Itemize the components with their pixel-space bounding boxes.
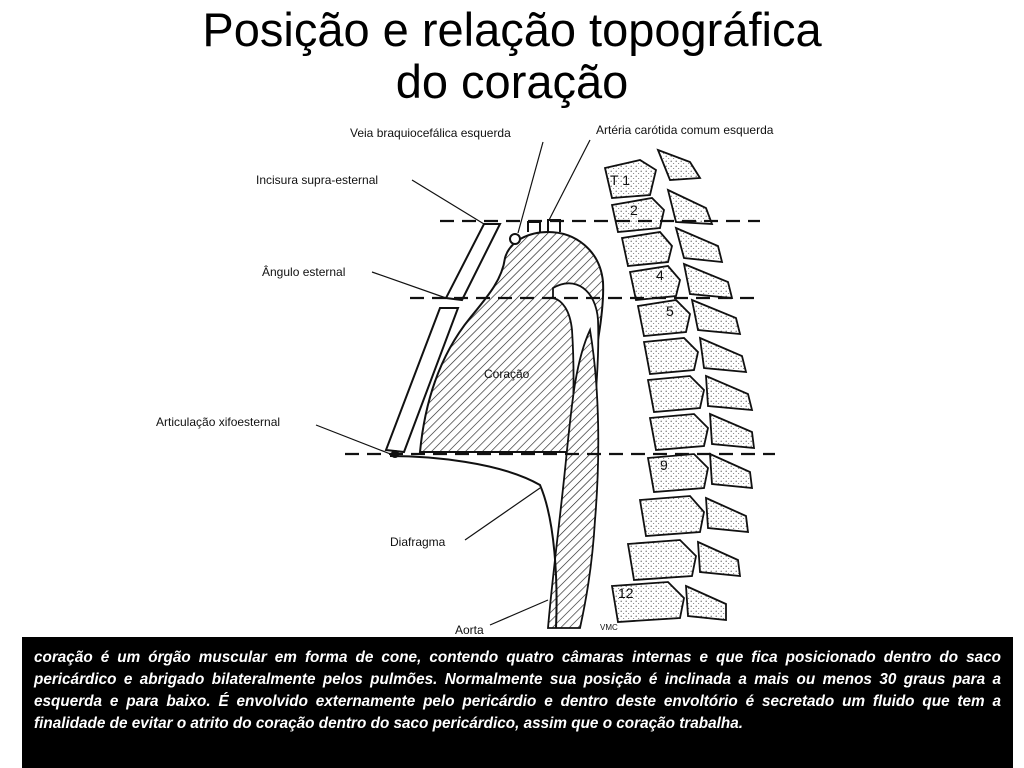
heart-topography-diagram: Veia braquiocefálica esquerda Artéria ca… <box>156 123 775 637</box>
leader-lines <box>315 139 591 626</box>
vertebra-label-9: 9 <box>660 457 668 473</box>
diaphragm-line <box>389 455 558 629</box>
label-arteria-carotida: Artéria carótida comum esquerda <box>596 123 774 137</box>
reference-lines <box>345 219 775 456</box>
slide-title: Posição e relação topográfica do coração <box>0 4 1024 108</box>
caption-box: coração é um órgão muscular em forma de … <box>22 637 1013 768</box>
vertebra-label-4: 4 <box>656 267 664 283</box>
title-line-1: Posição e relação topográfica <box>202 3 822 56</box>
vertebra-label-5: 5 <box>666 303 674 319</box>
brachiocephalic-vein-marker <box>509 233 521 245</box>
label-diafragma: Diafragma <box>390 535 446 549</box>
label-angulo-esternal: Ângulo esternal <box>262 264 345 279</box>
manubrium <box>444 223 502 302</box>
descending-aorta <box>547 326 600 629</box>
illustrator-signature: VMC <box>600 623 618 632</box>
caption-text: coração é um órgão muscular em forma de … <box>34 649 1001 732</box>
vertebra-label-2: 2 <box>630 202 638 218</box>
label-incisura-supra-esternal: Incisura supra-esternal <box>256 173 378 187</box>
label-veia-braquiocefalica: Veia braquiocefálica esquerda <box>350 126 511 140</box>
label-articulacao-xifoesternal: Articulação xifoesternal <box>156 415 280 429</box>
vertebral-column <box>603 148 756 623</box>
label-coracao: Coração <box>484 367 530 381</box>
vertebra-label-12: 12 <box>618 585 634 601</box>
sternum-body <box>384 307 460 454</box>
vertebra-label-t1: T 1 <box>610 172 630 188</box>
title-line-2: do coração <box>395 55 629 108</box>
label-aorta: Aorta <box>455 623 484 637</box>
